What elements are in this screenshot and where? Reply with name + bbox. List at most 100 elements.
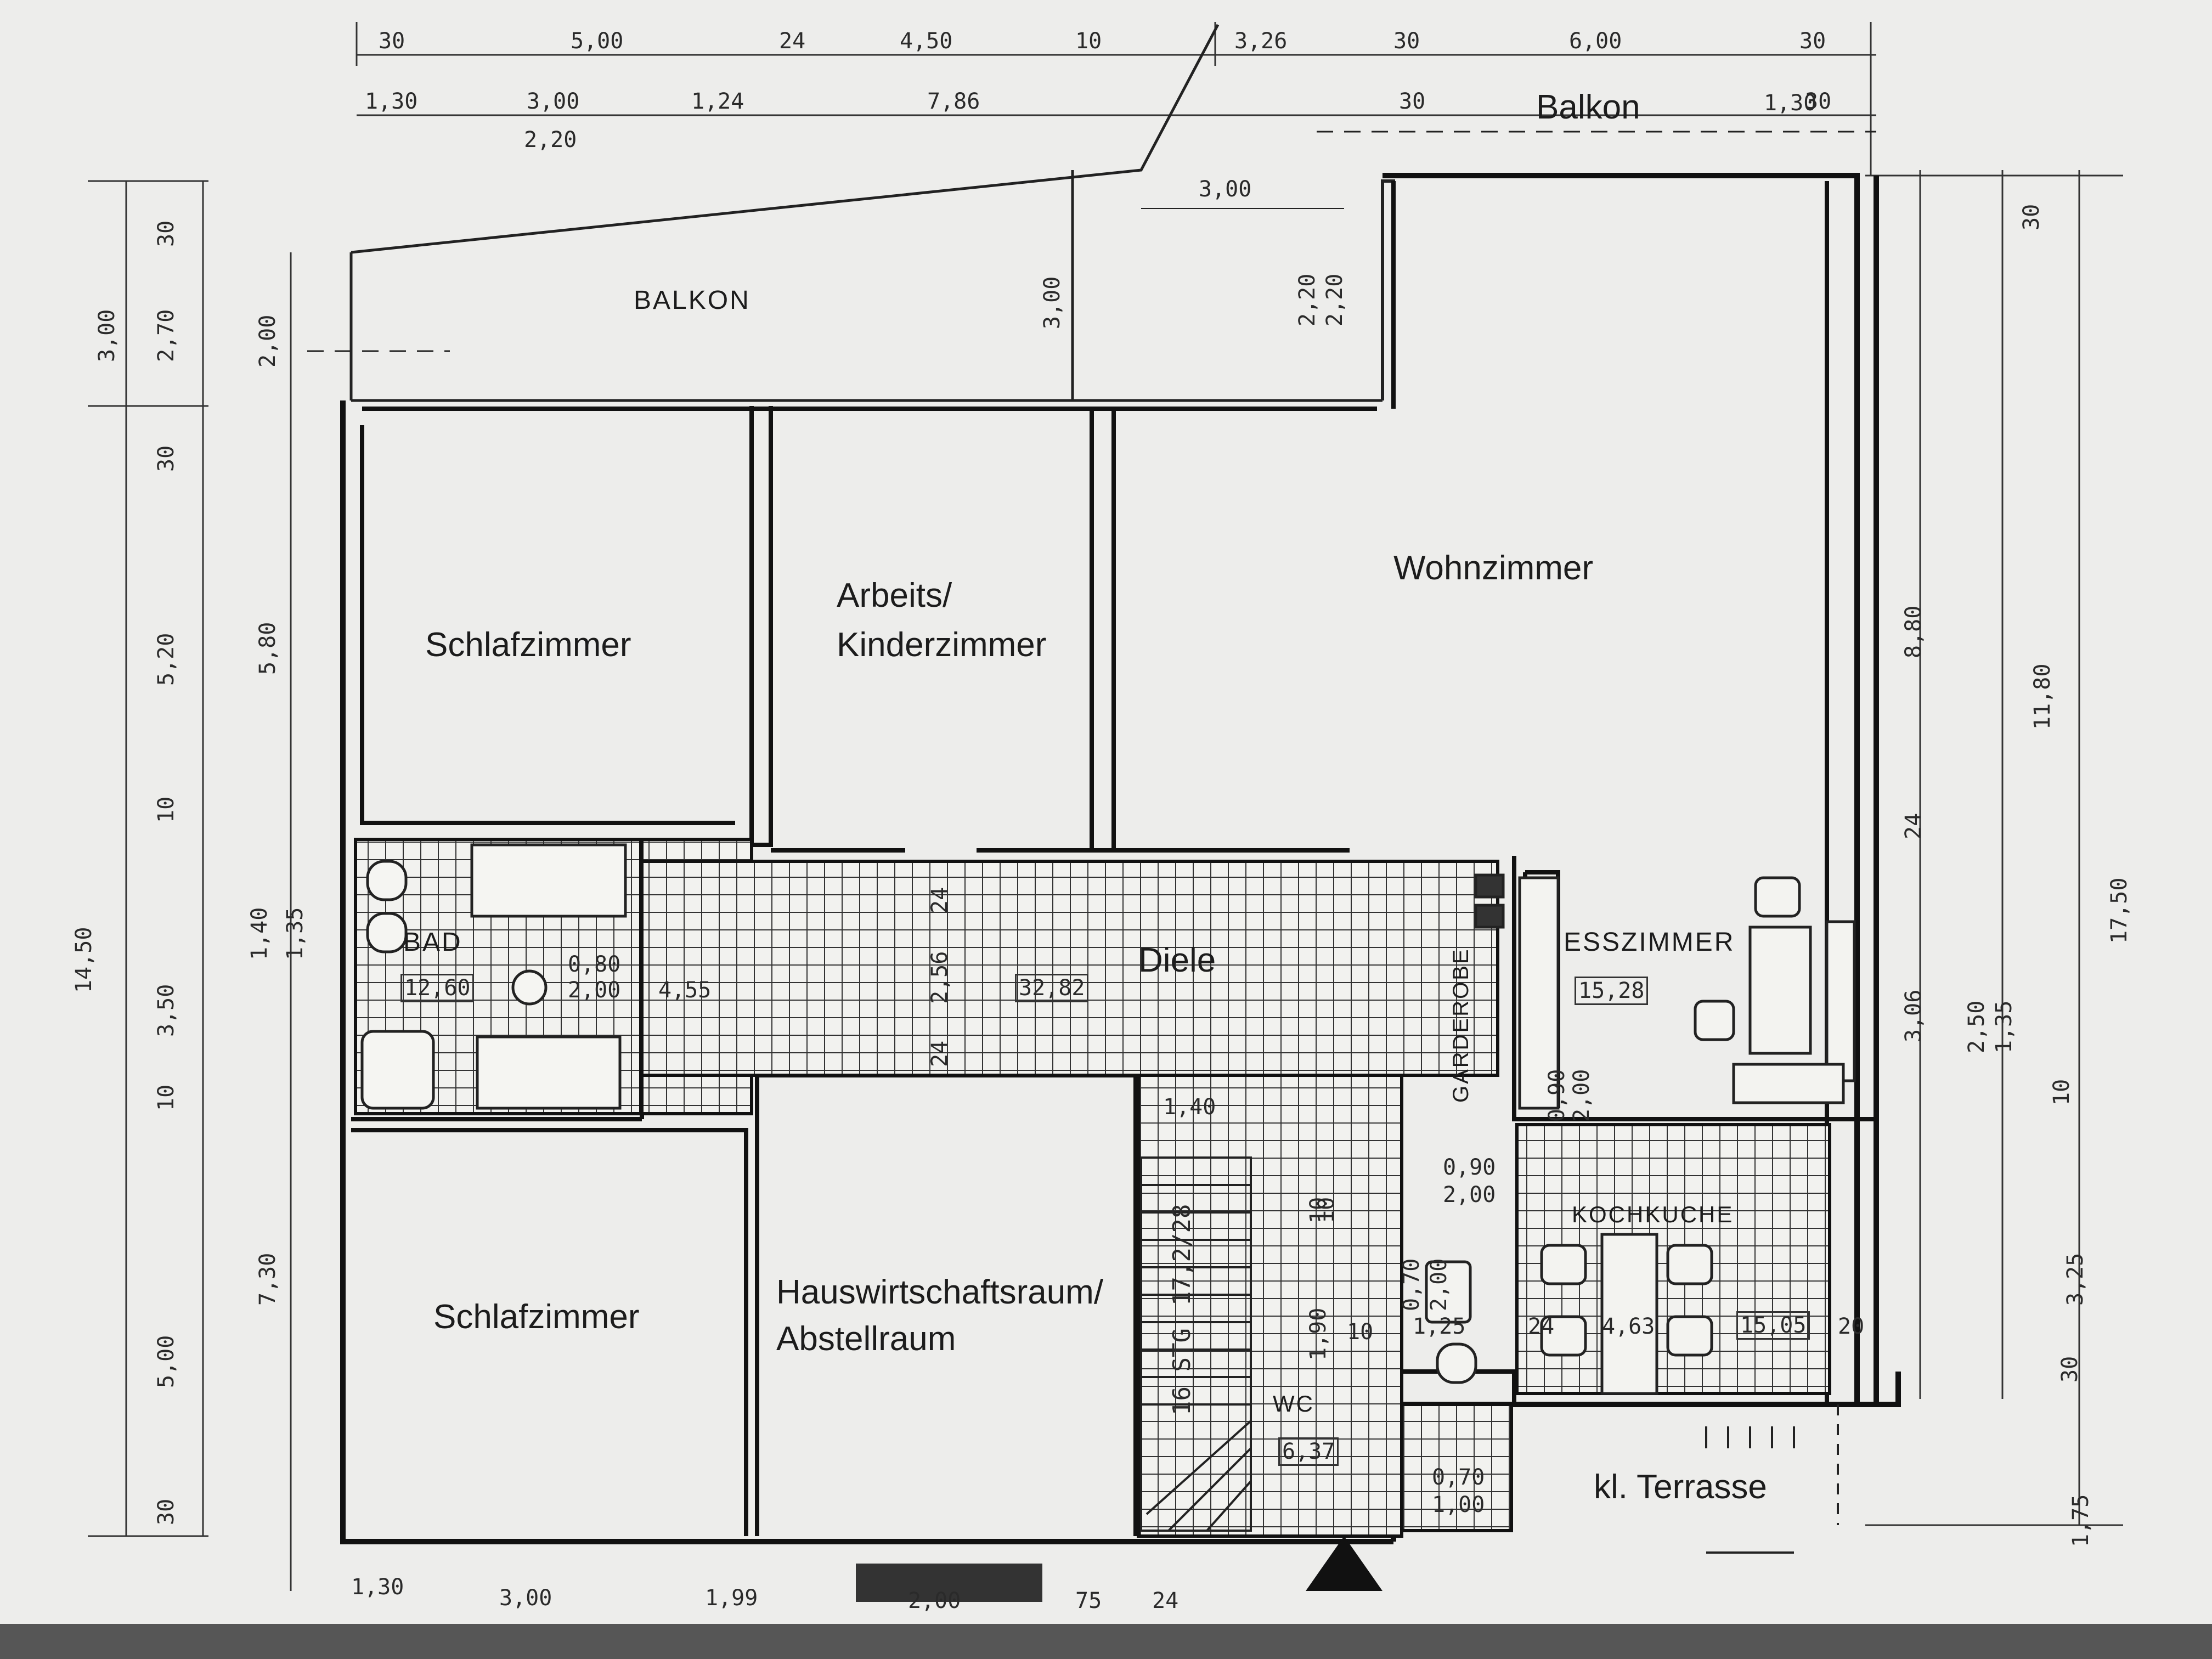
dim-int-11: 2,00 [1569,1069,1594,1122]
dim-top2-5: 30 [1399,89,1426,114]
dim-int-24: 1,30 [1764,91,1817,116]
label-hauswirtschaftsraum-line2: Abstellraum [776,1320,956,1358]
dim-left-inner-5: 7,30 [255,1252,280,1306]
dim-top-1: 30 [379,29,405,54]
area-wc: 6,37 [1278,1437,1339,1466]
dim-right-1: 30 [2019,204,2044,230]
dim-int-23: 10 [1314,1197,1339,1223]
dim-top-6: 3,26 [1234,29,1288,54]
dim-left-9: 30 [154,1498,179,1525]
dim-left-total-2: 14,50 [71,927,97,993]
dim-right-4: 1,35 [1991,1000,2017,1053]
label-balkon-top: Balkon [1536,88,1640,126]
dim-bottom-5: 2,00 [908,1588,961,1613]
area-esszimmer: 15,28 [1575,977,1649,1005]
dim-bottom-6: 24 [1152,1588,1179,1613]
area-kochkuche: 15,05 [1736,1311,1810,1340]
furniture [1425,873,1856,1395]
dim-int-19: 4,63 [1602,1314,1655,1339]
dim-int-7: 1,40 [1163,1094,1216,1120]
dim-left-7: 10 [154,1084,179,1111]
label-esszimmer: ESSZIMMER [1564,928,1735,957]
dim-top3-1: 2,20 [524,127,577,153]
label-kochkuche: KOCHKUCHE [1572,1201,1734,1227]
bath-fixtures [360,843,627,1110]
dim-int-9: 2,00 [1443,1182,1496,1207]
dim-int-21: 0,70 [1432,1465,1485,1490]
area-bad: 12,60 [400,974,475,1002]
label-diele: Diele [1138,941,1216,979]
dim-top2-3: 1,24 [691,89,744,114]
dim-top-3: 24 [779,29,806,54]
entrance-arrow [1306,1536,1383,1591]
dim-right-2: 11,80 [2030,663,2055,730]
dim-right-inner-2: 24 [1901,812,1926,839]
dim-top-9: 30 [1799,29,1826,54]
dim-left-inner-4: 1,35 [283,907,308,960]
dim-right-8: 1,75 [2068,1494,2094,1547]
dim-top2-6: 30 [1805,89,1832,114]
stairs-steps: 16 STG [1168,1328,1196,1415]
dim-top2-1: 1,30 [365,89,418,114]
dim-top-5: 10 [1075,29,1102,54]
dim-int-17: 1,25 [1413,1314,1466,1339]
dim-left-3: 30 [154,445,179,472]
balcony [307,24,1876,402]
label-wc: WC [1273,1391,1314,1417]
dim-int-18: 24 [1528,1314,1555,1339]
dim-left-6: 3,50 [154,984,179,1037]
dim-left-4: 5,20 [154,633,179,686]
dim-int-16: 2,00 [1426,1258,1452,1311]
dim-right-7: 30 [2057,1356,2083,1383]
dim-top-2: 5,00 [571,29,624,54]
dim-int-6: 24 [927,1040,952,1067]
dim-balkon-3: 2,20 [1322,273,1347,326]
dim-bottom-2: 3,00 [499,1585,552,1611]
dim-int-22: 1,00 [1432,1492,1485,1517]
dim-right-5: 10 [2049,1079,2074,1105]
dim-left-1: 30 [154,220,179,247]
dim-int-5: 2,56 [927,951,952,1004]
bottom-vent [856,1564,1042,1602]
dim-left-2: 2,70 [154,309,179,362]
dim-balkon-1: 3,00 [1040,276,1065,329]
label-arbeitszimmer-line2: Kinderzimmer [837,626,1047,664]
terrace-marks [1705,1404,1839,1554]
dim-top2-2: 3,00 [527,89,580,114]
dim-left-inner-2: 5,80 [255,622,280,675]
dim-top-8: 6,00 [1569,29,1622,54]
staircase [1140,1156,1252,1532]
dim-left-inner-3: 1,40 [247,907,272,960]
paper-sheet [0,0,2212,1624]
dim-top2-4: 7,86 [927,89,980,114]
dim-int-8: 0,90 [1443,1155,1496,1180]
dimension-lines [88,22,2123,1591]
label-balkon: BALKON [634,286,751,315]
dim-left-5: 10 [154,796,179,823]
dim-top-4: 4,50 [900,29,953,54]
label-hauswirtschaftsraum-line1: Hauswirtschaftsraum/ [776,1273,1104,1311]
label-wohnzimmer: Wohnzimmer [1393,549,1594,587]
dim-right-inner-1: 8,80 [1901,605,1926,658]
dim-bottom-4: 75 [1075,1588,1102,1613]
area-diele: 32,82 [1015,974,1089,1002]
dim-int-2: 2,00 [568,978,621,1003]
dim-left-total-1: 3,00 [94,309,120,362]
label-bad: BAD [403,928,462,957]
dim-top-7: 30 [1393,29,1420,54]
dim-int-3: 4,55 [658,978,712,1003]
dim-int-15: 0,70 [1399,1258,1424,1311]
dim-left-inner-1: 2,00 [255,314,280,368]
exterior-walls [340,173,1901,1544]
label-schlafzimmer-1: Schlafzimmer [425,626,631,664]
stairs-ratio: 17,2/28 [1168,1204,1196,1306]
dim-right-6: 3,25 [2063,1252,2088,1306]
dim-right-total: 17,50 [2107,877,2132,944]
dim-top3-2: 3,00 [1199,177,1252,202]
label-garderobe: GARDEROBE [1449,947,1473,1103]
dim-int-13: 1,90 [1306,1307,1331,1361]
dim-bottom-1: 1,30 [351,1575,404,1600]
label-arbeitszimmer-line1: Arbeits/ [837,577,952,614]
dim-left-8: 5,00 [154,1335,179,1388]
